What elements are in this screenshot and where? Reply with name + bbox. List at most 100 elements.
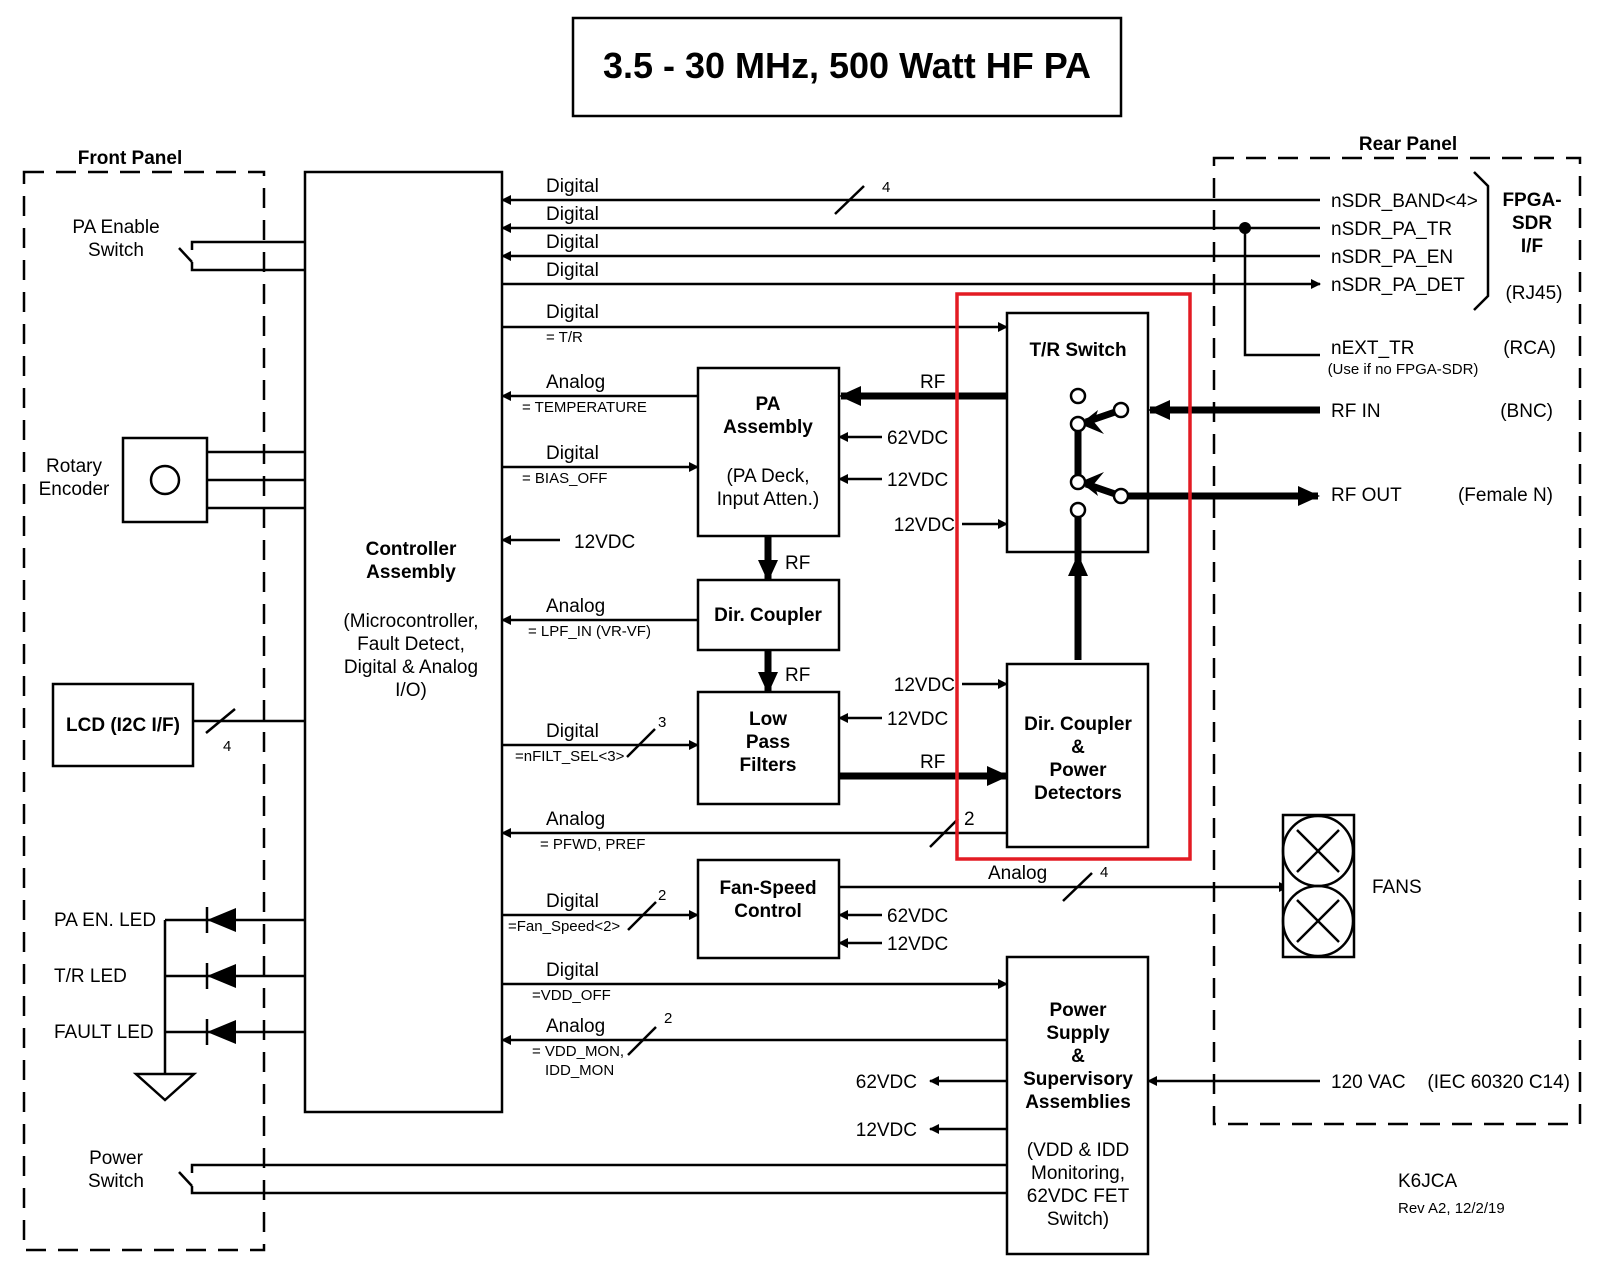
rear-panel-label: Rear Panel — [1359, 134, 1457, 155]
bus-slash-icon — [1062, 872, 1093, 902]
ext-tr-note: (Use if no FPGA-SDR) — [1328, 361, 1479, 378]
brace-icon — [1473, 171, 1490, 311]
rear-signal-pa-en[interactable]: nSDR_PA_EN — [1331, 247, 1453, 268]
label-pfwd-pref: = PFWD, PREF — [540, 836, 645, 853]
bus-slash-icon — [929, 818, 959, 848]
label-digital-vdd: Digital — [546, 960, 599, 981]
rotary-encoder-icon[interactable] — [121, 436, 305, 524]
controller-desc-1: (Microcontroller, — [343, 611, 478, 632]
pa-assembly-title-2: Assembly — [723, 417, 813, 438]
controller-12vdc: 12VDC — [574, 532, 635, 553]
label-digital-bias: Digital — [546, 443, 599, 464]
controller-assembly[interactable]: Controller Assembly (Microcontroller, Fa… — [303, 170, 504, 1114]
power-switch-icon[interactable] — [178, 1163, 1007, 1195]
bus-slash-icon — [205, 708, 236, 734]
dir-coupler-block[interactable]: Dir. Coupler — [696, 578, 841, 652]
label-analog-temp: Analog — [546, 372, 605, 393]
label-lpf-in: = LPF_IN (VR-VF) — [528, 623, 651, 640]
pa-enable-switch-icon[interactable] — [178, 240, 305, 272]
rf-in-label[interactable]: RF IN — [1331, 401, 1381, 422]
pa-enable-label-2: Switch — [88, 240, 144, 261]
rj45-label: (RJ45) — [1505, 283, 1562, 304]
fan-speed-title-2: Control — [734, 901, 802, 922]
lpf-block[interactable]: Low Pass Filters — [696, 690, 841, 806]
detector-12vdc: 12VDC — [894, 675, 955, 696]
bus-slash-icon — [627, 1026, 657, 1056]
psu-62vdc-out: 62VDC — [856, 1072, 917, 1093]
label-rf-coupler: RF — [785, 553, 810, 574]
tr-switch-block[interactable]: T/R Switch — [1005, 311, 1150, 660]
fpga-label-2: SDR — [1512, 213, 1552, 234]
fan-12vdc: 12VDC — [887, 934, 948, 955]
lcd-label: LCD (I2C I/F) — [66, 715, 180, 736]
label-analog-pfwd: Analog — [546, 809, 605, 830]
led-label-pa-en: PA EN. LED — [54, 910, 156, 931]
psu-title-3: & — [1071, 1046, 1085, 1067]
pa-assembly-desc-2: Input Atten.) — [717, 489, 819, 510]
highlight-box — [955, 292, 1192, 861]
psu-title-4: Supervisory — [1023, 1069, 1133, 1090]
pa-assembly-block[interactable]: PA Assembly (PA Deck, Input Atten.) — [696, 366, 841, 538]
controller-title-1: Controller — [366, 539, 457, 560]
psu-desc-1: (VDD & IDD — [1027, 1140, 1129, 1161]
fan-62vdc: 62VDC — [887, 906, 948, 927]
rf-out-label[interactable]: RF OUT — [1331, 485, 1402, 506]
rear-signal-pa-tr[interactable]: nSDR_PA_TR — [1331, 219, 1452, 240]
tr-switch-12vdc: 12VDC — [894, 515, 955, 536]
bnc-label: (BNC) — [1500, 401, 1553, 422]
label-vdd-mon: = VDD_MON, — [532, 1043, 624, 1060]
label-temperature: = TEMPERATURE — [522, 399, 647, 416]
ext-tr-label[interactable]: nEXT_TR — [1331, 338, 1414, 359]
dir-coupler-detectors-block[interactable]: Dir. Coupler & Power Detectors — [1005, 662, 1150, 849]
psu-desc-3: 62VDC FET — [1027, 1186, 1130, 1207]
label-digital-2: Digital — [546, 204, 599, 225]
pa-enable-label-1: PA Enable — [72, 217, 159, 238]
led-pa-en-icon — [205, 907, 236, 933]
lcd-bus-width: 4 — [223, 738, 231, 755]
controller-desc-3: Digital & Analog — [344, 657, 478, 678]
label-analog-mon: Analog — [546, 1016, 605, 1037]
lpf-title-1: Low — [749, 709, 787, 730]
revision-label: Rev A2, 12/2/19 — [1398, 1200, 1505, 1217]
fan-speed-block[interactable]: Fan-Speed Control — [696, 858, 841, 960]
psu-desc-2: Monitoring, — [1031, 1163, 1125, 1184]
fpga-label-1: FPGA- — [1502, 190, 1561, 211]
led-label-tr: T/R LED — [54, 966, 127, 987]
rear-panel-boundary — [1212, 156, 1582, 1126]
rotary-encoder-label-1: Rotary — [46, 456, 102, 477]
fans-icon[interactable] — [1281, 813, 1356, 959]
rear-panel: Rear Panel nSDR_BAND<4> nSDR_PA_TR nSDR_… — [1212, 134, 1582, 1126]
front-panel: Front Panel PA Enable Switch Rotary Enco… — [22, 148, 1007, 1252]
female-n-label: (Female N) — [1458, 485, 1553, 506]
label-digital-filt: Digital — [546, 721, 599, 742]
label-idd-mon: IDD_MON — [545, 1062, 614, 1079]
diagram-title: 3.5 - 30 MHz, 500 Watt HF PA — [603, 45, 1091, 86]
fan-drive-bus-width: 4 — [1100, 864, 1108, 881]
front-panel-label: Front Panel — [78, 148, 183, 169]
label-digital-tr: Digital — [546, 302, 599, 323]
bus-slash-icon — [834, 185, 865, 215]
ground-icon — [132, 1072, 198, 1102]
rear-signal-pa-det[interactable]: nSDR_PA_DET — [1331, 275, 1465, 296]
sdr-bus-lines: Digital Digital Digital Digital 4 — [501, 176, 1321, 357]
label-nfilt-sel: =nFILT_SEL<3> — [515, 748, 625, 765]
ext-tr-line — [1243, 228, 1320, 357]
pa-assembly-desc-1: (PA Deck, — [726, 466, 809, 487]
detector-title-1: Dir. Coupler — [1024, 714, 1132, 735]
label-digital-4: Digital — [546, 260, 599, 281]
rca-label: (RCA) — [1503, 338, 1556, 359]
rear-signal-band[interactable]: nSDR_BAND<4> — [1331, 191, 1478, 212]
tr-switch-title: T/R Switch — [1029, 340, 1126, 361]
pa-assembly-title-1: PA — [756, 394, 781, 415]
label-bias-off: = BIAS_OFF — [522, 470, 607, 487]
nfilt-bus-width: 3 — [658, 714, 666, 731]
controller-title-2: Assembly — [366, 562, 456, 583]
iec-label: (IEC 60320 C14) — [1427, 1072, 1570, 1093]
fans-label: FANS — [1372, 877, 1422, 898]
label-digital-1: Digital — [546, 176, 599, 197]
label-vdd-off: =VDD_OFF — [532, 987, 611, 1004]
power-switch-label-1: Power — [89, 1148, 144, 1169]
power-supply-block[interactable]: Power Supply & Supervisory Assemblies (V… — [1005, 955, 1150, 1256]
ac-in-label[interactable]: 120 VAC — [1331, 1072, 1406, 1093]
led-label-fault: FAULT LED — [54, 1022, 154, 1043]
